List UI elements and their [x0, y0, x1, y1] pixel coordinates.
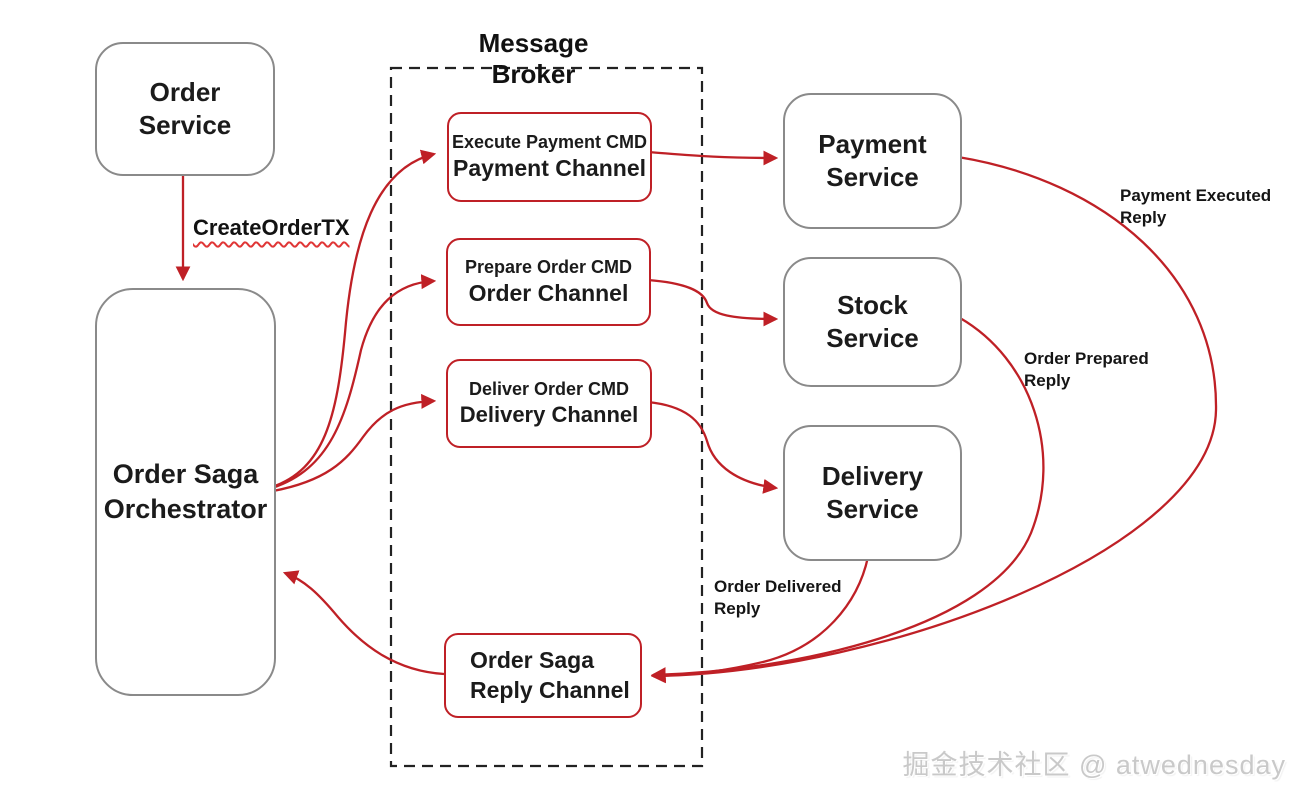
- delivery-channel-label-line2: Delivery Channel: [459, 401, 639, 427]
- payment-channel-label-line2: Payment Channel: [453, 154, 646, 181]
- order-service-label-line1: Order: [149, 76, 221, 107]
- delivery-channel-label-line1: Deliver Order CMD: [468, 378, 630, 399]
- edge-order-delivered-reply: [650, 556, 870, 684]
- payment-executed-reply-line1: Payment Executed: [1120, 186, 1272, 205]
- order-channel-node: Prepare Order CMD Order Channel: [446, 238, 651, 326]
- create-order-tx-label: CreateOrderTX: [193, 215, 350, 240]
- message-broker-title: Message Broker: [436, 28, 631, 90]
- edge-reply-to-orchestrator: [282, 570, 445, 676]
- order-delivered-reply-line2: Reply: [714, 599, 761, 619]
- order-service-label-line2: Service: [138, 110, 232, 140]
- delivery-service-label-line1: Delivery: [821, 460, 924, 491]
- payment-executed-reply-line2: Reply: [1120, 208, 1167, 228]
- edge-prepare-order-cmd: [271, 274, 437, 490]
- edge-order-prepared-reply: [650, 317, 1045, 683]
- edge-order-channel-to-stock: [647, 278, 779, 327]
- payment-service-label-line2: Service: [826, 162, 919, 192]
- order-channel-label-line2: Order Channel: [468, 279, 629, 306]
- payment-channel-label-line1: Execute Payment CMD: [451, 131, 648, 152]
- orchestrator-label-line2: Orchestrator: [103, 494, 268, 524]
- message-broker-title-text: Message Broker: [478, 28, 589, 89]
- edge-deliver-order-cmd: [272, 393, 437, 493]
- order-prepared-reply-label: Order Prepared Reply: [1024, 348, 1149, 392]
- stock-service-label-line1: Stock: [837, 289, 908, 320]
- order-delivered-reply-label: Order Delivered Reply: [714, 576, 842, 620]
- edge-payment-channel-to-service: [647, 150, 779, 166]
- payment-service-label-line1: Payment: [818, 128, 927, 159]
- delivery-service-node: Delivery Service: [783, 425, 962, 561]
- payment-service-node: Payment Service: [783, 93, 962, 229]
- edge-execute-payment-cmd: [271, 149, 437, 489]
- payment-channel-node: Execute Payment CMD Payment Channel: [447, 112, 652, 202]
- watermark: 掘金技术社区 @ atwednesday: [902, 750, 1286, 780]
- order-delivered-reply-line1: Order Delivered: [714, 577, 842, 596]
- order-service-node: Order Service: [95, 42, 275, 176]
- payment-executed-reply-label: Payment Executed Reply: [1120, 185, 1271, 229]
- order-prepared-reply-line1: Order Prepared: [1024, 349, 1149, 368]
- orchestrator-label-line1: Order Saga: [112, 459, 259, 490]
- order-channel-label-line1: Prepare Order CMD: [464, 256, 633, 277]
- delivery-service-label-line2: Service: [826, 494, 919, 524]
- reply-channel-node: Order Saga Reply Channel: [444, 633, 642, 718]
- edge-delivery-channel-to-delivery: [647, 400, 779, 494]
- stock-service-node: Stock Service: [783, 257, 962, 387]
- order-saga-orchestrator-node: Order Saga Orchestrator: [95, 288, 276, 696]
- edge-payment-executed-reply: [650, 155, 1218, 684]
- order-prepared-reply-line2: Reply: [1024, 371, 1071, 391]
- reply-channel-label-line2: Reply Channel: [470, 676, 630, 703]
- delivery-channel-node: Deliver Order CMD Delivery Channel: [446, 359, 652, 448]
- stock-service-label-line2: Service: [826, 323, 919, 353]
- reply-channel-label-line1: Order Saga: [470, 647, 594, 674]
